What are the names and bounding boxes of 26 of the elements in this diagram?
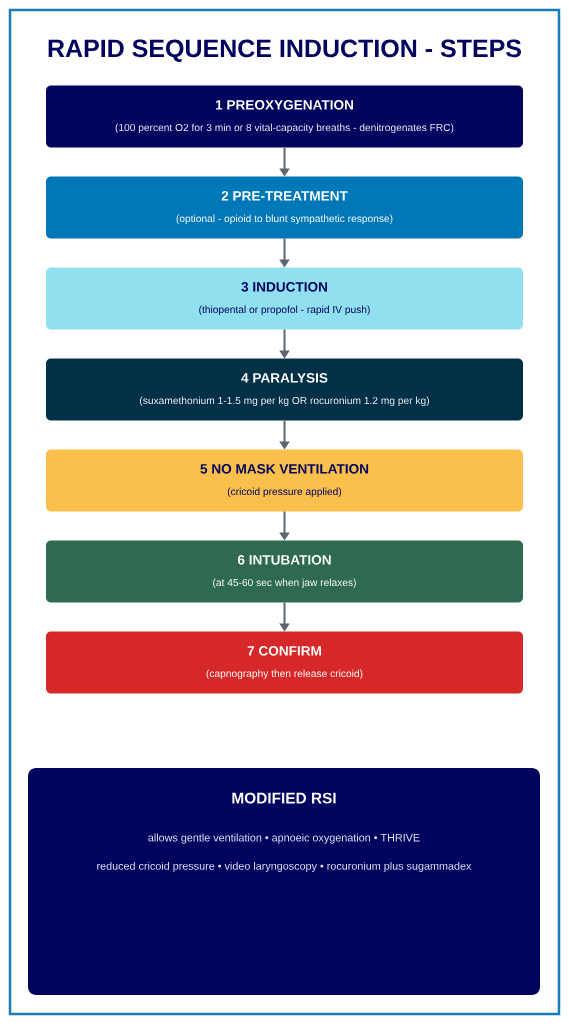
- step-heading: 1 PREOXYGENATION: [215, 100, 353, 110]
- step-box: [46, 540, 523, 603]
- panel-heading: MODIFIED RSI: [232, 792, 336, 804]
- step-heading: 7 CONFIRM: [247, 646, 321, 656]
- info-panel: [28, 768, 540, 995]
- step-heading: 4 PARALYSIS: [241, 373, 328, 383]
- step-heading: 2 PRE-TREATMENT: [221, 191, 348, 201]
- step-description: (cricoid pressure applied): [227, 487, 342, 498]
- panel-text: reduced cricoid pressure • video laryngoscopy • rocuronium plus sugammadex: [97, 861, 472, 872]
- step-box: [46, 358, 523, 421]
- step-box: [46, 449, 523, 512]
- step-box: [46, 85, 523, 148]
- step-description: (optional - opioid to blunt sympathetic response): [176, 214, 393, 225]
- step-heading: 5 NO MASK VENTILATION: [200, 464, 369, 474]
- step-box: [46, 176, 523, 239]
- step-description: (capnography then release cricoid): [206, 669, 363, 680]
- panel-text: allows gentle ventilation • apnoeic oxygenation • THRIVE: [148, 833, 420, 844]
- step-description: (thiopental or propofol - rapid IV push): [199, 305, 370, 316]
- step-description: (suxamethonium 1-1.5 mg per kg OR rocuronium 1.2 mg per kg): [140, 396, 429, 407]
- step-box: [46, 267, 523, 330]
- step-description: (100 percent O2 for 3 min or 8 vital-capacity breaths - denitrogenates FRC): [115, 123, 454, 134]
- title: RAPID SEQUENCE INDUCTION - STEPS: [48, 39, 521, 62]
- step-heading: 3 INDUCTION: [241, 282, 327, 292]
- step-heading: 6 INTUBATION: [237, 555, 331, 565]
- step-box: [46, 631, 523, 694]
- step-description: (at 45-60 sec when jaw relaxes): [213, 578, 356, 589]
